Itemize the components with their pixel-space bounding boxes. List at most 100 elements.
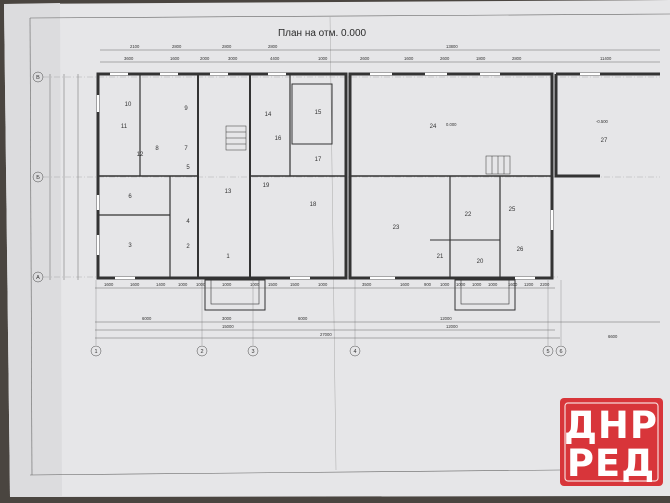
dim-label: 4400: [270, 56, 280, 61]
svg-text:1200: 1200: [524, 282, 534, 287]
svg-text:2200: 2200: [540, 282, 550, 287]
room-number: 5: [186, 165, 190, 171]
dim-label: 13800: [446, 44, 458, 49]
room-number: 8: [155, 146, 159, 152]
axis-4: 4: [349, 280, 361, 357]
dim-label: 1600: [170, 56, 180, 61]
svg-text:1600: 1600: [104, 282, 114, 287]
dim-label: 1000: [318, 56, 328, 61]
room-number: 2: [186, 244, 190, 250]
dim-label: 2800: [512, 56, 522, 61]
dim-label: 2800: [172, 44, 182, 49]
stairs: [225, 125, 511, 175]
room-15-box: [291, 83, 333, 145]
bottom-dims-1: 1600 1600 1400 1000 1000 1000 1000 1500 …: [104, 282, 550, 287]
paper: [4, 0, 670, 497]
room-number: 1: [226, 254, 230, 260]
dim-label: 3000: [228, 56, 238, 61]
svg-text:1000: 1000: [488, 282, 498, 287]
svg-text:3000: 3000: [222, 316, 232, 321]
svg-text:1600: 1600: [130, 282, 140, 287]
svg-text:2: 2: [200, 349, 203, 355]
room-number: 22: [465, 212, 472, 218]
svg-text:1500: 1500: [268, 282, 278, 287]
paper-shade: [4, 3, 62, 497]
paper-fold: [329, 15, 337, 471]
svg-text:15000: 15000: [222, 324, 234, 329]
room-number: 9: [184, 106, 188, 112]
svg-text:1: 1: [94, 349, 97, 355]
svg-text:1000: 1000: [472, 282, 482, 287]
dim-label: 2800: [222, 44, 232, 49]
dim-label: 11400: [600, 56, 612, 61]
top-dims-outer: 2100 2800 2800 2800 13800: [130, 44, 458, 49]
svg-text:6000: 6000: [142, 316, 152, 321]
svg-text:900: 900: [424, 282, 432, 287]
svg-text:А: А: [36, 275, 40, 281]
room-number: 7: [184, 146, 188, 152]
axis-bubbles-bottom: 1 2 3 4 5 6: [90, 280, 567, 357]
room-number: 21: [437, 254, 444, 260]
page-title: План на отм. 0.000: [278, 28, 367, 39]
level-mark-room-27: -0.500: [596, 119, 609, 124]
frame-bottom: [29, 469, 561, 476]
svg-text:12000: 12000: [446, 324, 458, 329]
wall-outer-right-block: [554, 72, 660, 178]
svg-text:4: 4: [353, 349, 356, 355]
dim-label: 2100: [130, 44, 140, 49]
svg-text:РЕД: РЕД: [567, 442, 655, 485]
frame-top: [29, 13, 670, 19]
svg-text:1600: 1600: [508, 282, 518, 287]
axis-1: 1: [90, 280, 102, 357]
room-number: 18: [310, 202, 317, 208]
dim-label: 2000: [200, 56, 210, 61]
room-number: 26: [517, 247, 524, 253]
svg-text:ДНР: ДНР: [564, 404, 658, 447]
room-number: 27: [601, 138, 608, 144]
top-dims-inner: 3600 1600 2000 3000 4400 1000 2600 1600 …: [124, 56, 612, 61]
dim-label: 3600: [124, 56, 134, 61]
dim-label: 2600: [360, 56, 370, 61]
dim-label: 2800: [268, 44, 278, 49]
svg-text:Б: Б: [36, 175, 40, 181]
dim-total: 27000: [320, 332, 332, 337]
room-number: 20: [477, 259, 484, 265]
room-number: 3: [128, 243, 132, 249]
svg-text:1000: 1000: [440, 282, 450, 287]
svg-text:12000: 12000: [440, 316, 452, 321]
svg-text:6: 6: [559, 349, 562, 355]
room-number: 14: [265, 112, 272, 118]
room-labels: 1 2 3 4 5 6 7 8 9 10 11 12 13 14 15 16 1…: [121, 102, 608, 265]
svg-text:1000: 1000: [250, 282, 260, 287]
svg-text:1000: 1000: [222, 282, 232, 287]
room-number: 13: [225, 189, 232, 195]
windows: [96, 72, 600, 280]
axis-6: 6: [555, 280, 567, 357]
level-mark-room-24: 0.000: [446, 122, 457, 127]
svg-text:6600: 6600: [608, 334, 618, 339]
room-number: 19: [263, 183, 270, 189]
room-number: 23: [393, 225, 400, 231]
frame-left: [29, 17, 33, 476]
building-plan: [96, 72, 660, 311]
svg-text:6000: 6000: [298, 316, 308, 321]
dim-label: 1600: [404, 56, 414, 61]
axis-5: 5: [542, 280, 554, 357]
room-number: 25: [509, 207, 516, 213]
room-number: 24: [430, 124, 437, 130]
axis-2: 2: [196, 280, 208, 357]
svg-text:5: 5: [546, 349, 549, 355]
svg-text:1500: 1500: [290, 282, 300, 287]
svg-text:3: 3: [251, 349, 254, 355]
room-number: 15: [315, 110, 322, 116]
watermark-logo: ДНР РЕД: [560, 398, 663, 486]
svg-text:1000: 1000: [178, 282, 188, 287]
room-number: 12: [137, 152, 144, 158]
svg-text:1400: 1400: [156, 282, 166, 287]
room-number: 17: [315, 157, 322, 163]
svg-text:В: В: [36, 75, 40, 81]
svg-text:1600: 1600: [400, 282, 410, 287]
room-number: 11: [121, 124, 128, 130]
bottom-dims-3: 15000 12000: [222, 324, 458, 329]
